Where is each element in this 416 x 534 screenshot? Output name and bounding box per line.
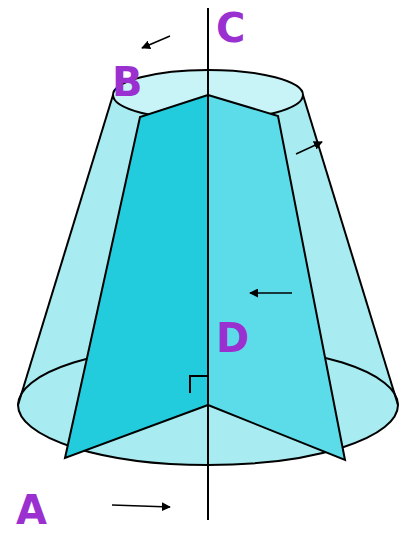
point-label: C (216, 8, 245, 48)
point-label: B (112, 62, 143, 102)
pointer-arrow (296, 142, 322, 154)
pointer-arrow (142, 36, 170, 48)
pointer-arrow (112, 505, 170, 507)
axis-line (207, 8, 209, 520)
point-label: A (16, 490, 47, 530)
point-label: D (216, 318, 249, 358)
slant-edge (18, 95, 113, 405)
axial-section-right (208, 95, 345, 460)
right-angle-mark (190, 376, 208, 393)
axial-section-left (65, 95, 208, 458)
slant-edge (303, 95, 398, 405)
pointer-arrow (250, 292, 292, 294)
